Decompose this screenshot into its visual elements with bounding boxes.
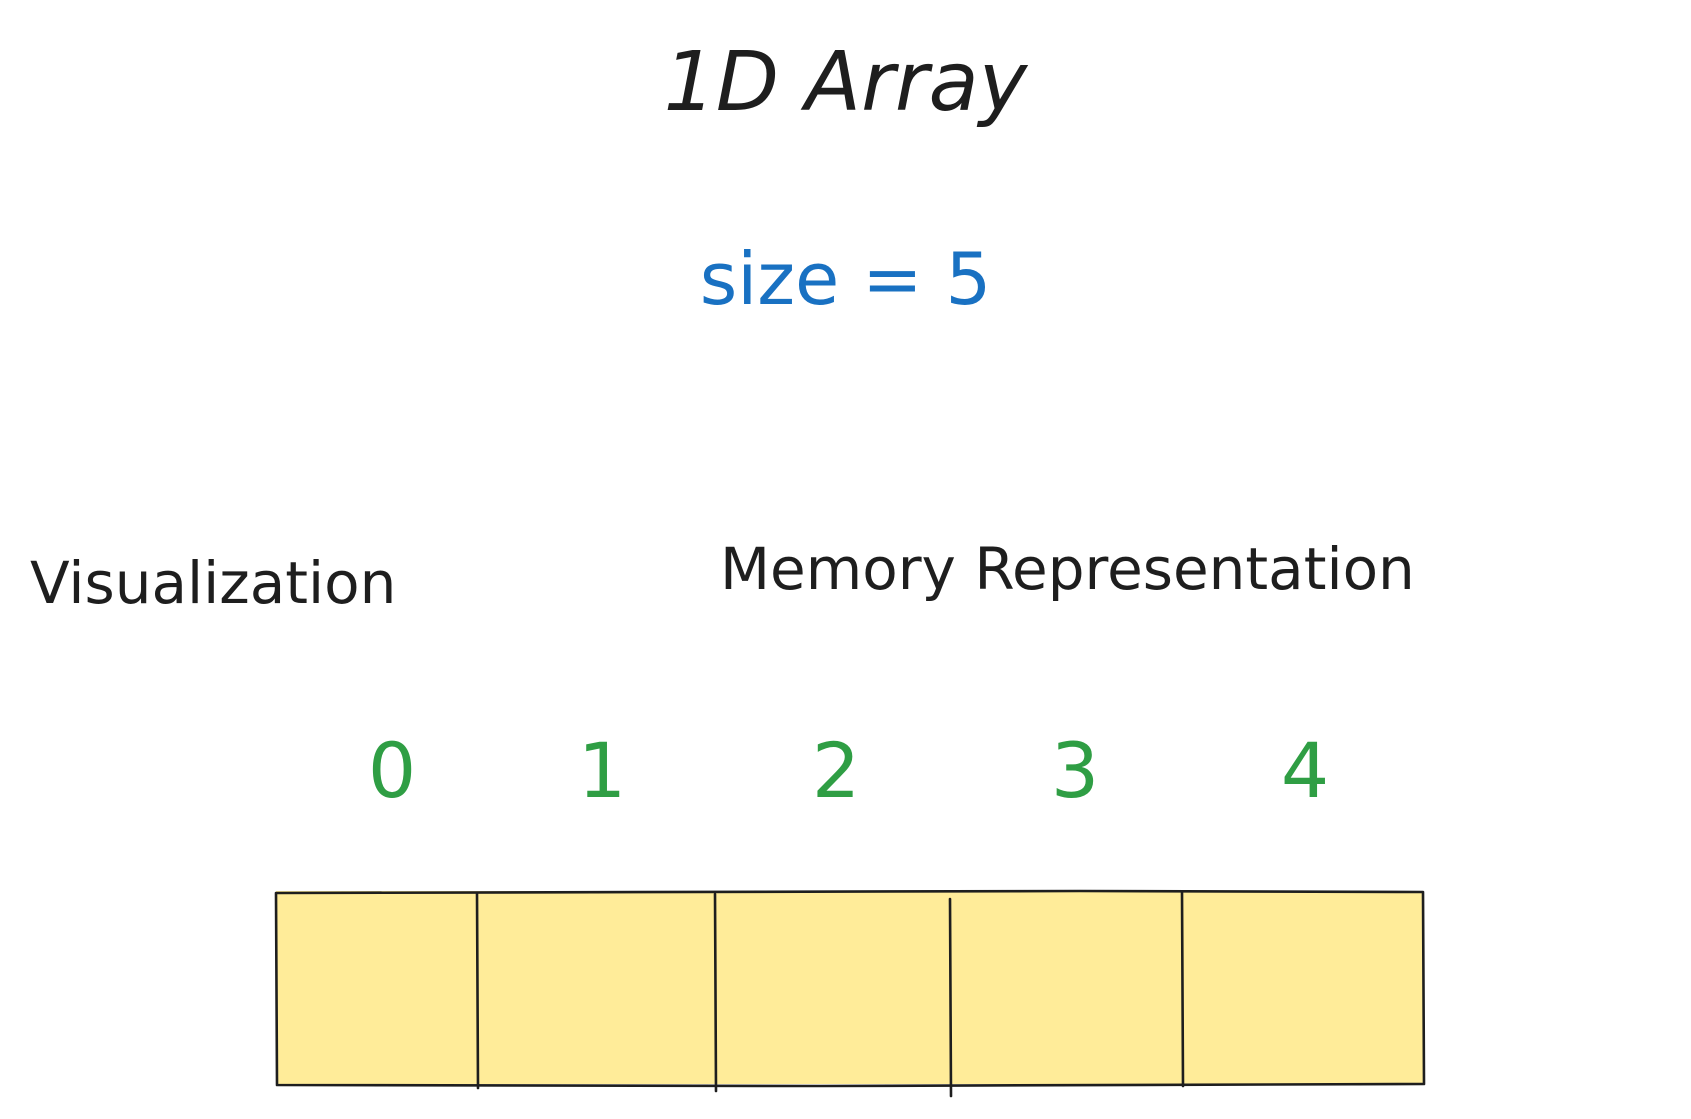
array-index-4: 4 [1280,726,1330,815]
array-size-label: size = 5 [699,237,992,321]
memory-representation-label: Memory Representation [720,535,1415,603]
array-outline [274,889,1426,1088]
array-index-3: 3 [1050,726,1100,815]
array-index-0: 0 [367,726,417,815]
array-index-2: 2 [811,726,861,815]
cell-divider-3 [948,897,953,1098]
cell-divider-4 [1180,890,1185,1088]
array-cells-fill [276,891,1423,1084]
diagram-title: 1D Array [663,35,1028,130]
array-index-1: 1 [577,726,627,815]
cell-divider-1 [475,891,480,1090]
cell-divider-2 [713,892,718,1093]
visualization-label: Visualization [30,549,397,617]
